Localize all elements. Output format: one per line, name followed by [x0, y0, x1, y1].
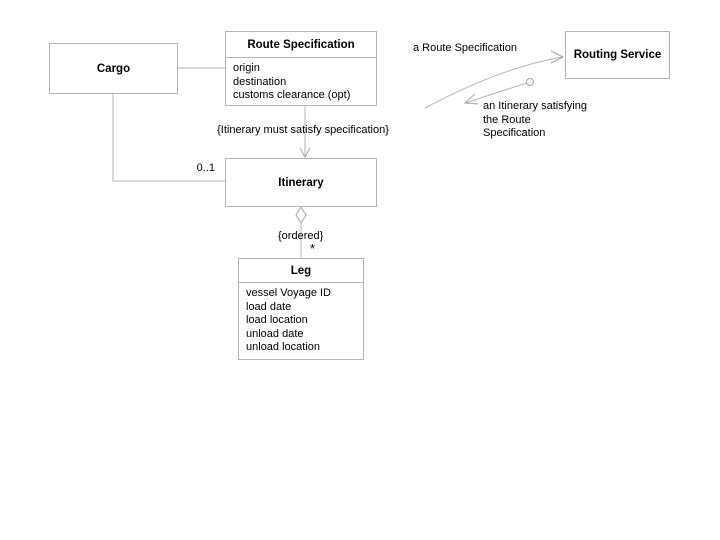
attribute: unload date	[246, 327, 304, 340]
message-label-line: the Route	[483, 113, 531, 126]
multiplicity-label-0-1: 0..1	[196, 162, 215, 174]
class-route-specification-header: Route Specification	[226, 32, 376, 58]
open-arrowhead-right-icon	[550, 50, 565, 64]
class-leg: Leg vessel Voyage ID load date load loca…	[238, 258, 364, 360]
class-route-specification: Route Specification origin destination c…	[225, 31, 377, 106]
association-cargo-itinerary	[112, 94, 225, 182]
message-label-itinerary: an Itinerary satisfying the Route Specif…	[483, 100, 587, 141]
attribute: load date	[246, 300, 292, 313]
class-leg-title: Leg	[290, 264, 312, 277]
constraint-label-ordered: {ordered}	[278, 230, 324, 242]
message-origin-circle-icon	[526, 78, 534, 86]
attribute: load location	[246, 314, 308, 326]
class-itinerary: Itinerary	[225, 158, 377, 207]
class-itinerary-title: Itinerary	[278, 176, 324, 189]
class-routing-service: Routing Service	[565, 31, 670, 79]
attribute: destination	[233, 75, 287, 88]
attribute: vessel Voyage ID	[246, 287, 331, 299]
class-routing-service-title: Routing Service	[573, 49, 662, 61]
class-route-specification-attributes: origin destination customs clearance (op…	[226, 58, 376, 103]
attribute: unload location	[246, 341, 321, 353]
constraint-label-itinerary-satisfy: {Itinerary must satisfy specification}	[217, 124, 389, 136]
class-leg-header: Leg	[239, 259, 363, 283]
class-route-specification-title: Route Specification	[247, 38, 355, 51]
class-leg-attributes: vessel Voyage ID load date load location…	[239, 283, 363, 355]
open-arrowhead-left-icon	[463, 93, 479, 105]
multiplicity-label-star: *	[310, 241, 316, 256]
class-cargo: Cargo	[49, 43, 178, 94]
attribute: customs clearance (opt)	[233, 89, 351, 101]
class-cargo-title: Cargo	[96, 62, 131, 75]
aggregation-diamond-icon	[295, 206, 307, 224]
message-label-line: Specification	[483, 127, 546, 139]
message-label-line: an Itinerary satisfying	[483, 100, 587, 112]
message-label-route-specification: a Route Specification	[413, 42, 517, 54]
attribute: origin	[233, 62, 260, 74]
open-arrowhead-down-icon	[299, 147, 311, 159]
message-arrow-to-routing-service	[424, 56, 563, 109]
message-arrow-from-routing-service	[465, 81, 531, 104]
